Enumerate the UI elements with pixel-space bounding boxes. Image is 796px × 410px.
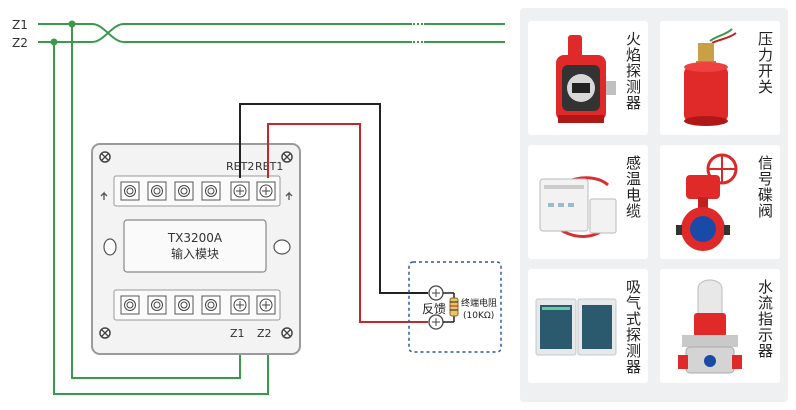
terminal-resistor-icon <box>443 292 459 323</box>
resistor-value: (10KΩ) <box>463 311 494 321</box>
bus-break-marks <box>413 23 423 43</box>
bus-label-z1: Z1 <box>12 18 28 32</box>
wiring-diagram: Z1 Z2 RET2 RET1 <box>12 18 505 395</box>
aspirating-detector-icon <box>535 298 617 356</box>
device-card-water-flow: 水流指示器 <box>660 269 780 383</box>
bus-z2-line <box>38 23 505 43</box>
label-bottom-z1: Z1 <box>230 327 245 340</box>
label-bottom-z2: Z2 <box>257 327 272 340</box>
resistor-label: 终端电阻 <box>461 297 497 309</box>
device-panel: 火焰探测器 压力开关 感温电缆 <box>520 8 788 402</box>
module-model: TX3200A <box>167 231 223 245</box>
device-label: 水流指示器 <box>756 279 774 359</box>
feedback-terminal-top <box>428 285 444 301</box>
water-flow-indicator-icon <box>678 279 742 374</box>
module-name: 输入模块 <box>171 246 219 261</box>
arrow-up-icon <box>100 191 293 200</box>
ret1-red-wire <box>267 123 428 323</box>
device-card-signal-valve: 信号碟阀 <box>660 145 780 259</box>
z2-drop-wire <box>53 42 269 395</box>
feedback-box <box>408 261 502 353</box>
device-label: 信号碟阀 <box>756 155 774 219</box>
heat-cable-icon <box>539 176 617 238</box>
right-mount-hole <box>273 239 291 255</box>
device-label: 感温电缆 <box>624 155 642 219</box>
flame-detector-icon <box>556 35 616 123</box>
left-mount-hole <box>103 238 117 256</box>
pressure-switch-icon <box>684 28 737 126</box>
bottom-terminals <box>120 295 276 315</box>
feedback-terminal-bottom <box>428 314 444 330</box>
bus-label-z2: Z2 <box>12 36 28 50</box>
device-label: 压力开关 <box>756 31 774 95</box>
label-ret1: RET1 <box>255 160 283 173</box>
device-card-aspirating-detector: 吸气式探测器 <box>528 269 648 383</box>
device-card-pressure-switch: 压力开关 <box>660 21 780 135</box>
ret2-black-wire <box>239 103 428 294</box>
signal-butterfly-valve-icon <box>676 153 738 251</box>
module-label-window <box>123 219 267 273</box>
device-card-heat-cable: 感温电缆 <box>528 145 648 259</box>
feedback-label: 反馈 <box>422 302 446 316</box>
top-terminals <box>120 181 276 201</box>
device-card-flame-detector: 火焰探测器 <box>528 21 648 135</box>
device-label: 吸气式探测器 <box>624 279 642 375</box>
device-label: 火焰探测器 <box>624 31 642 111</box>
